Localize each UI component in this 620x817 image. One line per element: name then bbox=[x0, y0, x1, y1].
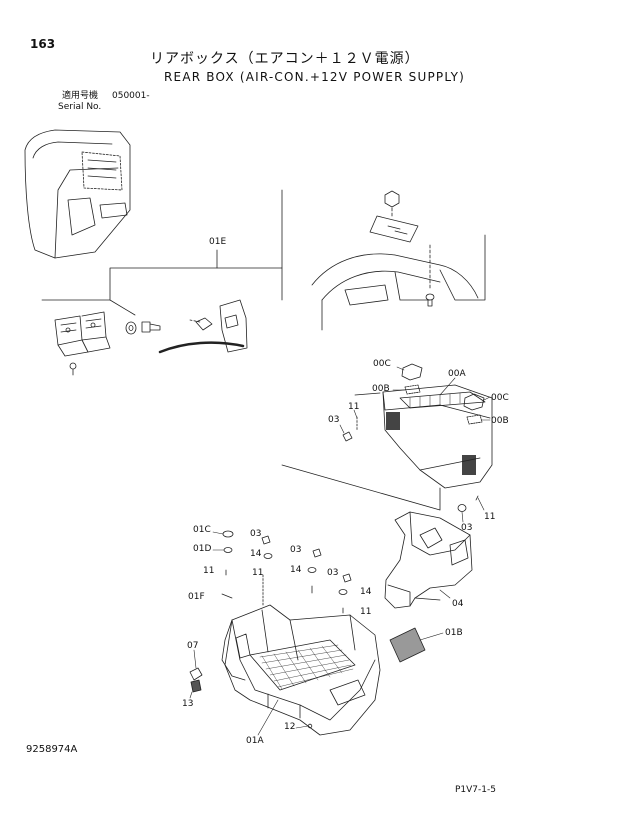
callout-14-col4: 14 bbox=[360, 587, 372, 597]
callout-03-col4: 03 bbox=[327, 568, 339, 578]
callout-12: 12 bbox=[284, 722, 296, 732]
callout-03: 03 bbox=[328, 415, 340, 425]
callout-00C: 00C bbox=[373, 359, 391, 369]
callout-11-col1: 11 bbox=[203, 566, 215, 576]
callout-00C-right: 00C bbox=[491, 393, 509, 403]
callout-11-right: 11 bbox=[484, 512, 496, 522]
callout-01A: 01A bbox=[246, 736, 264, 746]
detail-01E-group bbox=[41, 249, 283, 376]
rear-cover-00A bbox=[281, 363, 493, 512]
callout-13: 13 bbox=[182, 699, 194, 709]
callout-14-col3: 14 bbox=[290, 565, 302, 575]
callout-04: 04 bbox=[452, 599, 464, 609]
title-japanese: リアボックス（エアコン＋１２Ｖ電源） bbox=[150, 51, 420, 67]
cab-overview-illustration bbox=[24, 129, 131, 259]
callout-01B: 01B bbox=[445, 628, 463, 638]
callout-03-lower: 03 bbox=[461, 523, 473, 533]
callout-07: 07 bbox=[187, 641, 199, 651]
callout-03-col2: 03 bbox=[250, 529, 262, 539]
callout-11-col4: 11 bbox=[360, 607, 372, 617]
duct-04 bbox=[384, 511, 473, 663]
serial-value: 050001- bbox=[112, 91, 150, 101]
rear-box-01A bbox=[189, 604, 381, 736]
callout-01D: 01D bbox=[193, 544, 212, 554]
page-number: 163 bbox=[30, 37, 56, 51]
callout-00B-right: 00B bbox=[491, 416, 509, 426]
callout-01F: 01F bbox=[188, 592, 205, 602]
callout-11-col2: 11 bbox=[252, 568, 264, 578]
serial-label-english: Serial No. bbox=[58, 102, 102, 112]
serial-label-japanese: 適用号機 bbox=[62, 91, 99, 101]
callout-00B: 00B bbox=[372, 384, 390, 394]
title-english: REAR BOX (AIR-CON.+12V POWER SUPPLY) bbox=[164, 70, 466, 84]
callout-01E: 01E bbox=[209, 237, 227, 247]
leader-lines bbox=[189, 366, 491, 736]
document-number: 9258974A bbox=[26, 744, 78, 755]
callout-01C: 01C bbox=[193, 525, 211, 535]
page-reference: P1V7-1-5 bbox=[455, 785, 496, 795]
panel-frame-illustration bbox=[281, 189, 486, 331]
callout-00A: 00A bbox=[448, 369, 466, 379]
callout-14-col2: 14 bbox=[250, 549, 262, 559]
callout-11: 11 bbox=[348, 402, 360, 412]
callout-03-col3: 03 bbox=[290, 545, 302, 555]
